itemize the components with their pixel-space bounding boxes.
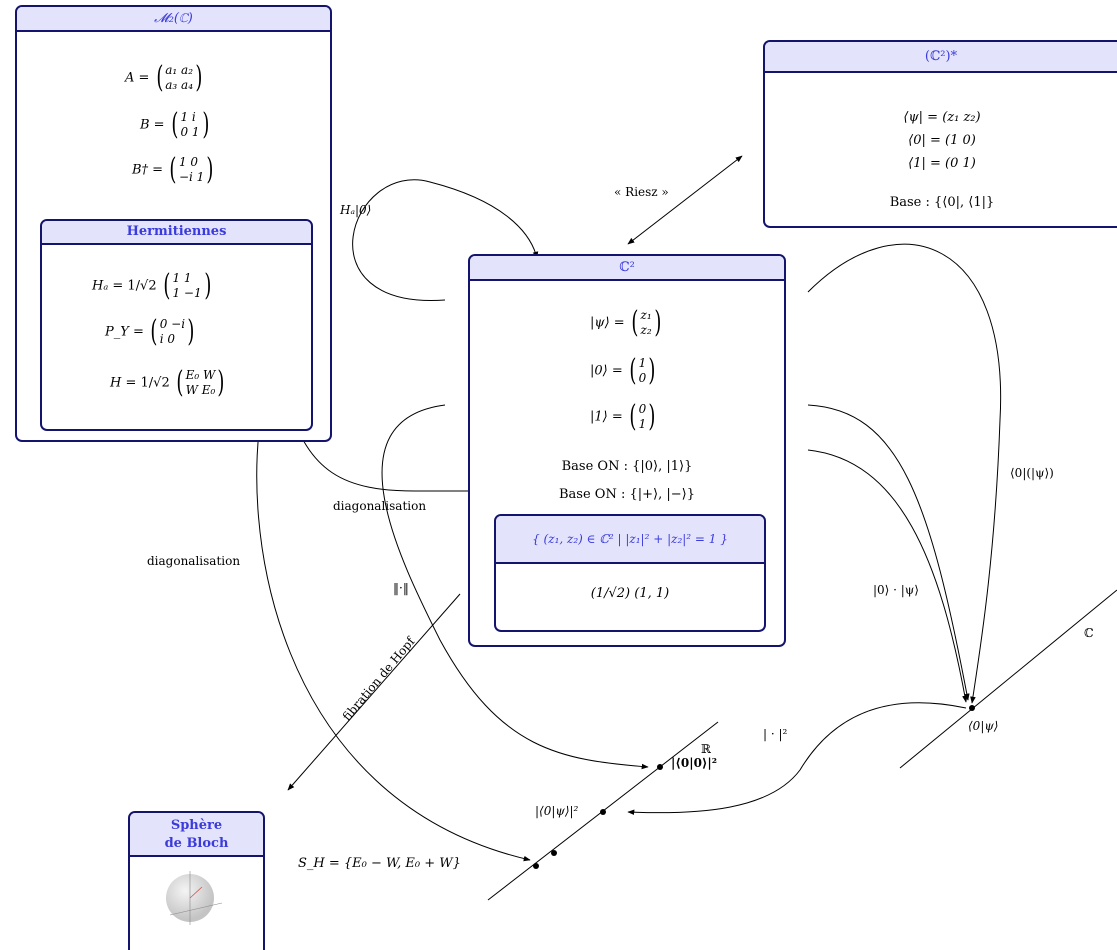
label-diagonalisation-2: diagonalisation <box>147 554 241 568</box>
bloch-sphere-image <box>160 863 230 933</box>
label-diagonalisation-1: diagonalisation <box>333 499 427 513</box>
point-norm0psi <box>600 809 606 815</box>
abs-sq-arrow <box>627 702 967 816</box>
matrix-b-dagger: B† = ( 1 0−i 1) <box>132 152 214 187</box>
dotprod-arrow-1 <box>807 404 970 701</box>
unit-sphere-box: { (z₁, z₂) ∈ ℂ² | |z₁|² + |z₂|² = 1 } (1… <box>494 514 766 632</box>
label-braket-value: ⟨0|ψ⟩ <box>968 719 999 733</box>
label-norm: ‖·‖ <box>393 581 409 595</box>
dual-basis: Base : {⟨0|, ⟨1|} <box>889 195 995 210</box>
hopf-arrow <box>287 593 461 791</box>
ha0-arrow <box>352 179 539 301</box>
braket-arrow <box>807 243 1002 704</box>
dotprod-arrow-2 <box>807 449 968 703</box>
label-riesz: « Riesz » <box>614 185 669 199</box>
unit-sphere-vector: (1/√2) (1, 1) <box>590 586 670 601</box>
point-norm00 <box>657 764 663 770</box>
bloch-sphere-box: Sphère de Bloch <box>128 811 265 950</box>
c-line <box>899 589 1117 769</box>
dual-space-box-title: (ℂ²)* <box>765 42 1117 73</box>
unit-sphere-box-title: { (z₁, z₂) ∈ ℂ² | |z₁|² + |z₂|² = 1 } <box>496 516 764 564</box>
hermitian-box-title: Hermitiennes <box>42 221 311 245</box>
diag-spectrum-arrow <box>256 404 531 862</box>
basis-on-01: Base ON : {|0⟩, |1⟩} <box>561 459 693 474</box>
norm-arrow <box>381 404 649 770</box>
label-complex-line: ℂ <box>1084 626 1094 640</box>
label-norm-00: |⟨0|0⟩|² <box>671 756 718 770</box>
label-ha0: Hₐ|0⟩ <box>340 203 372 217</box>
point-braket <box>969 705 975 711</box>
dual-space-box: (ℂ²)* ⟨ψ| = (z₁ z₂) ⟨0| = (1 0) ⟨1| = (0… <box>763 40 1117 228</box>
bloch-sphere-box-title: Sphère de Bloch <box>130 813 263 857</box>
c2-box-title: ℂ² <box>470 256 784 281</box>
basis-on-pm: Base ON : {|+⟩, |−⟩} <box>559 487 695 502</box>
dual-bra-zero: ⟨0| = (1 0) <box>908 133 976 148</box>
matrices-box-title: 𝓜₂(ℂ) <box>17 7 330 32</box>
point-spectrum-1 <box>551 850 557 856</box>
point-spectrum-2 <box>533 863 539 869</box>
label-spectrum: S_H = {E₀ − W, E₀ + W} <box>298 856 461 871</box>
label-braket-map: ⟨0|(|ψ⟩) <box>1010 466 1054 480</box>
label-abs-squared: | · |² <box>763 727 788 741</box>
label-real-line: ℝ <box>701 742 711 756</box>
dual-bra-psi: ⟨ψ| = (z₁ z₂) <box>903 110 981 125</box>
riesz-arrow <box>627 155 743 245</box>
label-norm-0psi: |⟨0|ψ⟩|² <box>535 804 579 818</box>
dual-bra-one: ⟨1| = (0 1) <box>908 156 976 171</box>
label-dot-product: |0⟩ · |ψ⟩ <box>873 583 919 597</box>
